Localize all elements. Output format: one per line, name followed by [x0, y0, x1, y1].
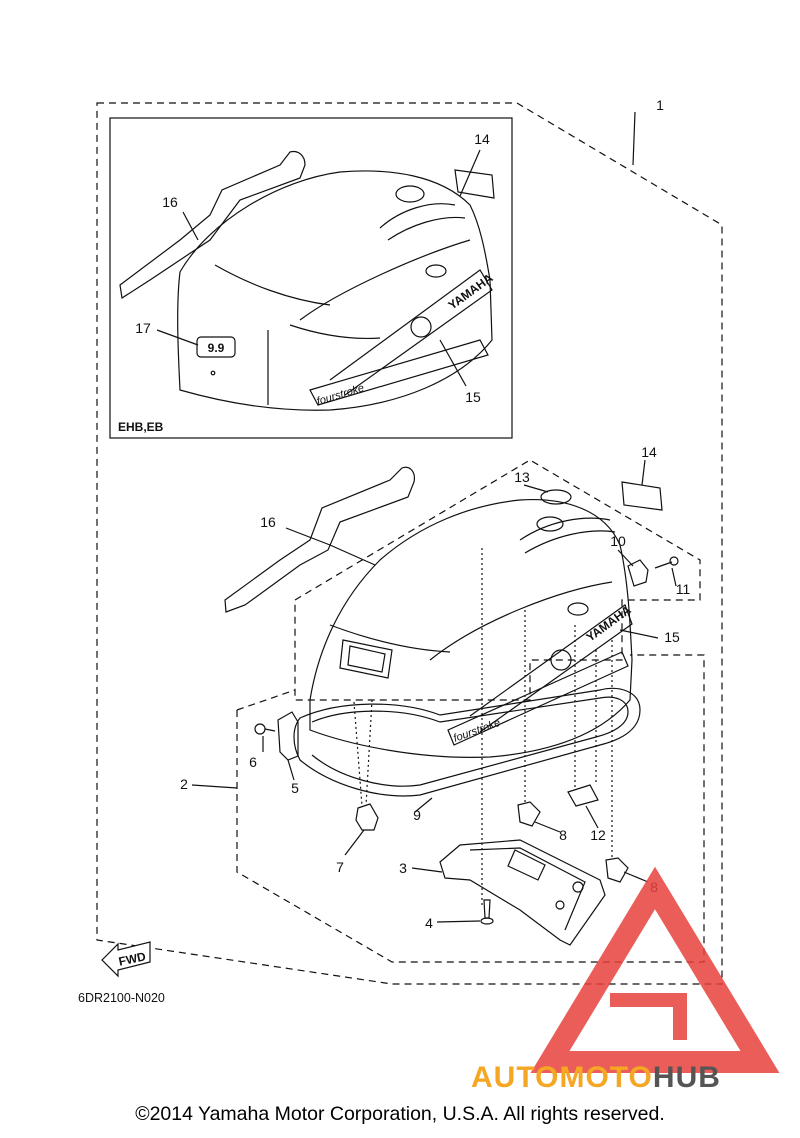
callout-5: 5: [291, 780, 299, 796]
clip-7: [355, 803, 379, 831]
pin-6: [254, 723, 266, 735]
callout-14: 14: [641, 444, 657, 460]
callout-16-inset: 16: [162, 194, 178, 210]
top-cowling-boundary: [294, 459, 701, 701]
copyright-notice: ©2014 Yamaha Motor Corporation, U.S.A. A…: [135, 1103, 665, 1125]
callout-3: 3: [399, 860, 407, 876]
inset-label: EHB,EB: [118, 420, 164, 434]
callout-9: 9: [413, 807, 421, 823]
callout-10: 10: [610, 533, 626, 549]
callout-15: 15: [664, 629, 680, 645]
callout-12: 12: [590, 827, 606, 843]
watermark-brand: AUTOMOTOHUB: [471, 1061, 721, 1094]
inset-cowling: [177, 170, 493, 411]
inset-label-plate: [454, 169, 495, 199]
callout-1: 1: [656, 97, 664, 113]
clip-8b: [605, 857, 629, 883]
screw-4: [483, 899, 491, 919]
inset-badge-text: 9.9: [208, 341, 225, 355]
bottom-group-boundary: [236, 654, 705, 963]
callout-8-a: 8: [559, 827, 567, 843]
hinge-5: [277, 711, 299, 761]
liner-16: [224, 466, 415, 613]
seal-9: [293, 687, 641, 797]
latch-10: [627, 559, 649, 587]
clip-8a: [517, 801, 541, 827]
callout-16: 16: [260, 514, 276, 530]
fwd-label: FWD: [117, 949, 147, 968]
callout-15-inset: 15: [465, 389, 481, 405]
top-cowling: [309, 498, 633, 758]
grommet-13: [540, 489, 572, 505]
inset-frame: [109, 117, 513, 439]
watermark-logo-icon: [530, 866, 780, 1073]
decal-brand: YAMAHA: [584, 603, 634, 645]
bolt-11: [654, 561, 673, 569]
callout-6: 6: [249, 754, 257, 770]
fwd-arrow-icon: [101, 941, 151, 978]
callout-4: 4: [425, 915, 433, 931]
vent-opening: [339, 639, 393, 679]
inset-badge: [196, 336, 236, 358]
latch-12: [567, 784, 599, 807]
label-plate-14: [621, 481, 663, 511]
callout-17: 17: [135, 320, 151, 336]
drawing-code: 6DR2100-N020: [78, 991, 165, 1005]
callout-13: 13: [514, 469, 530, 485]
inset-liner: [119, 150, 306, 300]
assembly-boundary: [96, 102, 723, 985]
callout-7: 7: [336, 859, 344, 875]
bracket-3: [439, 839, 606, 946]
callout-14-inset: 14: [474, 131, 490, 147]
callout-2: 2: [180, 776, 188, 792]
callout-11: 11: [676, 581, 691, 597]
decal-script: fourstroke: [452, 717, 502, 745]
